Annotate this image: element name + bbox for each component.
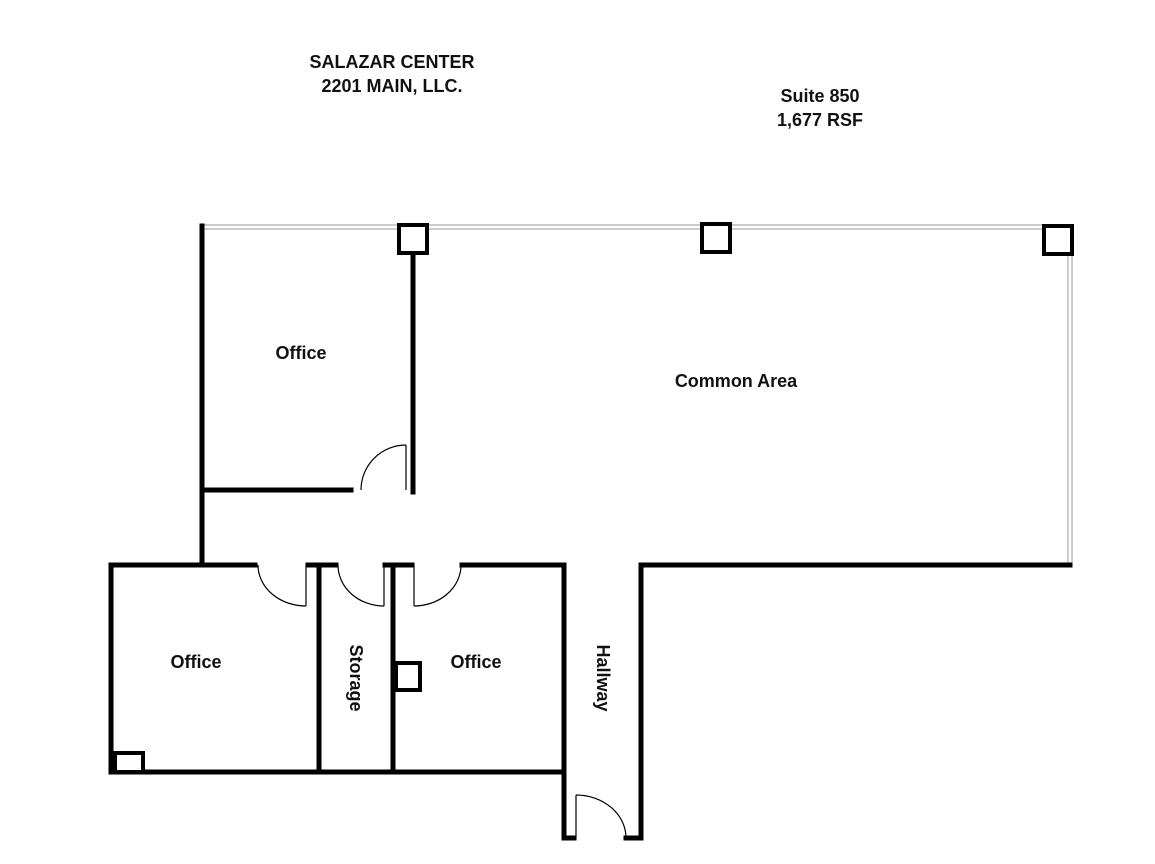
door-office-top [360, 444, 407, 491]
door-swing-arc [575, 794, 627, 839]
door-hallway-entry [575, 794, 627, 839]
door-swing-arc [337, 564, 385, 607]
column-3 [1042, 224, 1074, 256]
building-name: SALAZAR CENTER [309, 52, 475, 72]
suite-info: Suite 850 1,677 RSF [690, 84, 950, 132]
door-swing-arc [413, 564, 462, 607]
column-2 [700, 222, 732, 254]
room-label-office-bottom-mid: Office [450, 652, 501, 672]
door-swing-arc [360, 444, 407, 491]
column-4 [394, 661, 422, 692]
building-title: SALAZAR CENTER 2201 MAIN, LLC. [242, 50, 542, 98]
door-storage [337, 564, 385, 607]
window-walls [204, 224, 1073, 565]
suite-number: Suite 850 [780, 86, 860, 106]
room-label-office-bottom-left: Office [170, 652, 221, 672]
walls [108, 223, 1073, 841]
suite-area: 1,677 RSF [776, 110, 864, 130]
door-office-bottom-left [257, 564, 307, 607]
room-label-storage: Storage [346, 644, 366, 711]
door-swing-arc [257, 564, 307, 607]
door-office-bottom-mid [413, 564, 462, 607]
building-owner: 2201 MAIN, LLC. [321, 76, 463, 96]
doors [257, 444, 627, 839]
structural-columns [113, 222, 1074, 774]
room-label-office-top: Office [275, 343, 326, 363]
column-5 [113, 751, 145, 774]
room-label-common-area: Common Area [675, 371, 798, 391]
column-1 [397, 223, 429, 255]
room-label-hallway: Hallway [593, 644, 613, 711]
